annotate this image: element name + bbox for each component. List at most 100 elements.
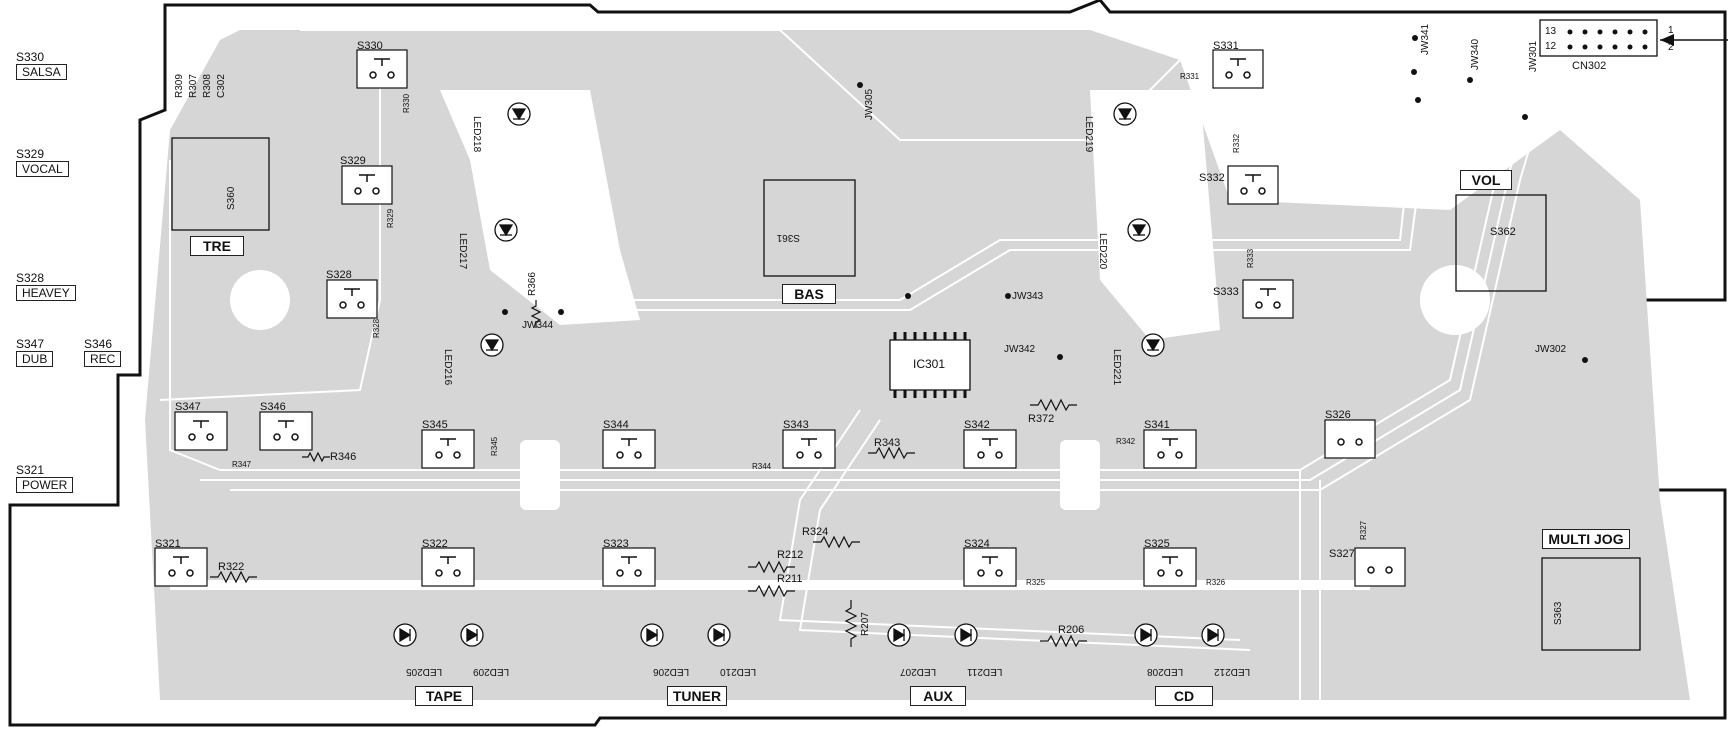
switch-symbol — [616, 556, 642, 577]
resistor-symbol — [868, 446, 915, 460]
resistor-label: R324 — [802, 526, 829, 538]
led-label: LED210 — [720, 666, 757, 677]
led-symbol — [1134, 623, 1158, 647]
label-tre: TRE — [190, 236, 244, 256]
control-label: S362 — [1490, 226, 1516, 238]
resistor-label: R331 — [1180, 72, 1200, 81]
resistor-label: R211 — [777, 573, 803, 585]
switch-symbols — [168, 58, 1393, 577]
label-cd: CD — [1155, 686, 1213, 706]
legend-s347: S347 DUB — [16, 337, 54, 367]
led-label: LED209 — [473, 666, 510, 677]
led-symbol — [1141, 333, 1165, 357]
switch-symbol — [188, 420, 214, 441]
led-label: LED219 — [1083, 116, 1094, 153]
switch-label: S329 — [340, 155, 366, 167]
switch-label: S345 — [422, 419, 448, 431]
switch-label: S325 — [1144, 538, 1170, 550]
jumper-label: JW302 — [1535, 344, 1567, 355]
legend-name-heavey: HEAVEY — [16, 285, 76, 301]
resistor-label: R308 — [202, 74, 213, 98]
switch-symbol — [977, 556, 1003, 577]
jumper-label: JW305 — [864, 88, 875, 120]
resistor-label: R325 — [1026, 578, 1046, 587]
switch-label: S322 — [422, 538, 448, 550]
legend-name-vocal: VOCAL — [16, 161, 69, 177]
switch-symbol — [435, 438, 461, 459]
led-label: LED216 — [442, 349, 453, 386]
control-label: S363 — [1553, 601, 1564, 625]
led-label: LED211 — [967, 666, 1003, 677]
led-symbol — [954, 623, 978, 647]
connector-pin-13: 13 — [1545, 26, 1557, 37]
switch-symbol — [1157, 438, 1183, 459]
label-tuner: TUNER — [667, 686, 727, 706]
resistor-label: C302 — [216, 74, 227, 98]
switch-symbol — [1337, 438, 1363, 446]
legend-ref: S329 — [16, 147, 45, 161]
switch-bodies — [154, 49, 1406, 587]
switch-symbol — [1225, 58, 1251, 79]
legend-s330: S330 SALSA — [16, 50, 67, 80]
resistor-symbol — [813, 535, 860, 549]
switch-label: S333 — [1213, 286, 1239, 298]
legend-ref: S321 — [16, 463, 45, 477]
legend-s321: S321 POWER — [16, 463, 74, 493]
led-symbol — [480, 333, 504, 357]
copper-voids — [170, 90, 1490, 590]
jumper-label: JW343 — [1012, 291, 1044, 302]
resistor-label: R207 — [860, 612, 871, 636]
legend-s329: S329 VOCAL — [16, 147, 69, 177]
switch-symbol — [168, 556, 194, 577]
legend-name-dub: DUB — [16, 351, 54, 367]
led-label: LED212 — [1214, 666, 1251, 677]
switch-symbol — [1367, 566, 1393, 574]
resistor-label: R372 — [1028, 413, 1055, 425]
legend-s328: S328 HEAVEY — [16, 271, 76, 301]
label-multi-jog: MULTI JOG — [1542, 529, 1630, 549]
switch-symbol — [1240, 174, 1266, 195]
jumper-dots — [502, 35, 1588, 363]
ic301 — [889, 332, 971, 398]
switch-symbol — [339, 288, 365, 309]
led-label: LED217 — [457, 233, 468, 270]
led-symbol — [507, 102, 531, 126]
legend-name-salsa: SALSA — [16, 64, 67, 80]
jumper-label: JW344 — [522, 320, 554, 331]
control-label: S361 — [776, 232, 800, 243]
resistor-label: R328 — [372, 318, 381, 338]
switch-symbol — [1255, 288, 1281, 309]
resistor-label: R347 — [232, 460, 252, 469]
led-label: LED220 — [1097, 233, 1108, 270]
resistor-symbols — [210, 300, 1087, 648]
resistor-symbol — [748, 584, 795, 598]
switch-label: S332 — [1199, 172, 1225, 184]
switch-label: S326 — [1325, 409, 1351, 421]
label-vol: VOL — [1460, 170, 1512, 190]
led-label: LED208 — [1147, 666, 1184, 677]
led-symbol — [393, 623, 417, 647]
resistor-symbol — [302, 451, 330, 463]
resistor-label: R333 — [1246, 248, 1255, 268]
switch-label: S327 — [1329, 548, 1355, 560]
resistor-symbol — [748, 560, 795, 574]
led-symbol — [460, 623, 484, 647]
jumper-label: JW341 — [1420, 23, 1431, 55]
led-label: LED218 — [471, 116, 482, 153]
resistor-label: R326 — [1206, 578, 1226, 587]
switch-symbol — [977, 438, 1003, 459]
switch-label: S341 — [1144, 419, 1170, 431]
legend-ref: S347 — [16, 337, 45, 351]
led-symbol — [1127, 218, 1151, 242]
switch-label: S343 — [783, 419, 809, 431]
resistor-label: R345 — [490, 436, 499, 456]
switch-label: S324 — [964, 538, 990, 550]
resistor-symbol — [844, 600, 858, 647]
label-tape: TAPE — [415, 686, 473, 706]
resistor-label: R327 — [1359, 520, 1368, 540]
led-label: LED206 — [653, 666, 690, 677]
resistor-symbol — [210, 570, 257, 584]
connector-pin-2: 2 — [1668, 42, 1674, 53]
led-symbol — [640, 623, 664, 647]
